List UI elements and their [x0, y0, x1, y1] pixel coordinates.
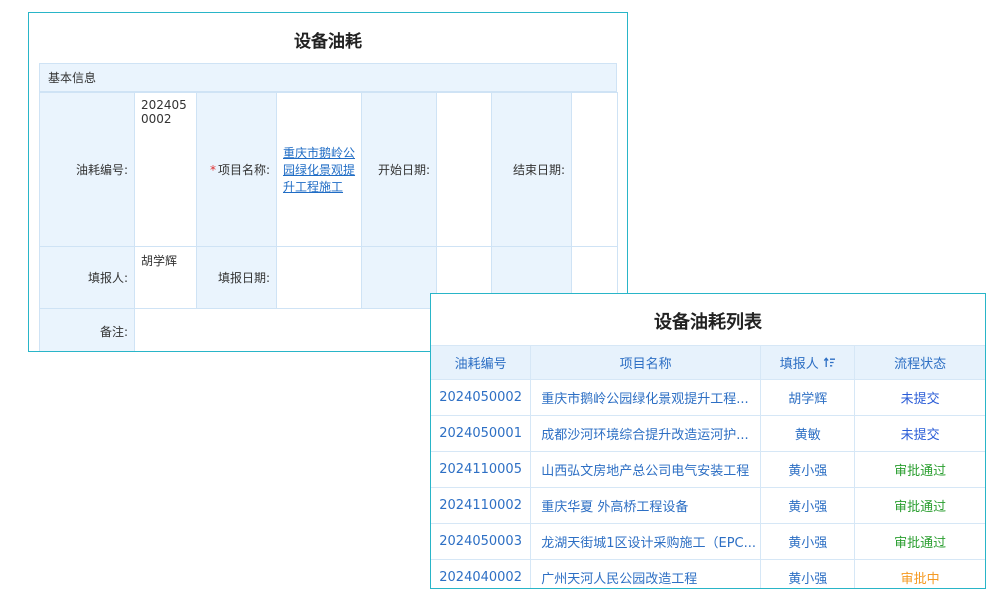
table-row[interactable]: 2024110002 重庆华夏 外高桥工程设备 黄小强 审批通过	[431, 486, 985, 524]
fuel-no-link[interactable]: 2024040002	[439, 569, 522, 585]
fuel-no-cell: 2024050001	[431, 414, 532, 452]
sort-ascending-icon[interactable]	[823, 356, 836, 369]
fuel-no-cell: 2024050003	[431, 522, 532, 560]
project-link[interactable]: 山西弘文房地产总公司电气安装工程	[541, 463, 750, 479]
project-cell: 山西弘文房地产总公司电气安装工程	[530, 450, 762, 488]
table-row[interactable]: 2024040002 广州天河人民公园改造工程 黄小强 审批中	[431, 558, 985, 588]
filler-cell: 黄小强	[760, 450, 856, 488]
section-header-basic-info: 基本信息	[39, 63, 617, 92]
table-row[interactable]: 2024110005 山西弘文房地产总公司电气安装工程 黄小强 审批通过	[431, 450, 985, 488]
empty-label-cell	[361, 246, 437, 309]
filler-cell: 黄敏	[760, 414, 856, 452]
project-cell: 龙湖天街城1区设计采购施工（EPC...	[530, 522, 762, 560]
project-link[interactable]: 龙湖天街城1区设计采购施工（EPC...	[541, 535, 757, 551]
column-header-status[interactable]: 流程状态	[854, 345, 985, 380]
filler-label: 填报人:	[39, 246, 135, 309]
start-date-field[interactable]	[436, 92, 492, 247]
filler-cell: 黄小强	[760, 486, 856, 524]
project-cell: 重庆市鹅岭公园绿化景观提升工程...	[530, 378, 762, 416]
fuel-no-link[interactable]: 2024050001	[439, 425, 522, 441]
fuel-no-cell: 2024110002	[431, 486, 532, 524]
fill-date-field[interactable]	[276, 246, 362, 309]
fuel-no-cell: 2024110005	[431, 450, 532, 488]
fuel-consumption-table: 油耗编号 项目名称 填报人 流程	[431, 345, 985, 588]
project-name-cell: 重庆市鹅岭公园绿化景观提升工程施工	[276, 92, 362, 247]
fuel-no-link[interactable]: 2024050002	[439, 389, 522, 405]
fuel-no-link[interactable]: 2024110005	[439, 461, 522, 477]
project-link[interactable]: 广州天河人民公园改造工程	[541, 571, 698, 587]
fuel-no-link[interactable]: 2024110002	[439, 497, 522, 513]
fill-date-label: 填报日期:	[196, 246, 277, 309]
project-name-label-text: 项目名称:	[217, 163, 270, 177]
table-row[interactable]: 2024050002 重庆市鹅岭公园绿化景观提升工程... 胡学辉 未提交	[431, 378, 985, 416]
column-header-project[interactable]: 项目名称	[530, 345, 762, 380]
status-cell: 未提交	[854, 378, 985, 416]
project-cell: 广州天河人民公园改造工程	[530, 558, 762, 588]
filler-cell: 黄小强	[760, 522, 856, 560]
end-date-field[interactable]	[571, 92, 618, 247]
project-link[interactable]: 重庆市鹅岭公园绿化景观提升工程...	[541, 391, 749, 407]
fuel-no-link[interactable]: 2024050003	[439, 533, 522, 549]
column-header-filler-label: 填报人	[779, 356, 819, 372]
status-cell: 未提交	[854, 414, 985, 452]
status-cell: 审批中	[854, 558, 985, 588]
table-row[interactable]: 2024050003 龙湖天街城1区设计采购施工（EPC... 黄小强 审批通过	[431, 522, 985, 560]
fuel-consumption-list-panel: 设备油耗列表 油耗编号 项目名称 填报人	[430, 293, 986, 589]
form-panel-title: 设备油耗	[294, 32, 362, 52]
project-link[interactable]: 成都沙河环境综合提升改造运河护...	[541, 427, 749, 443]
project-name-label: *项目名称:	[196, 92, 277, 247]
required-asterisk: *	[209, 163, 216, 177]
end-date-label: 结束日期:	[491, 92, 572, 247]
status-cell: 审批通过	[854, 486, 985, 524]
project-cell: 成都沙河环境综合提升改造运河护...	[530, 414, 762, 452]
table-row[interactable]: 2024050001 成都沙河环境综合提升改造运河护... 黄敏 未提交	[431, 414, 985, 452]
status-cell: 审批通过	[854, 450, 985, 488]
column-header-fuel-no[interactable]: 油耗编号	[431, 345, 532, 380]
fuel-no-cell: 2024040002	[431, 558, 532, 588]
fuel-no-value[interactable]: 2024050002	[134, 92, 197, 247]
filler-cell: 黄小强	[760, 558, 856, 588]
fuel-no-cell: 2024050002	[431, 378, 532, 416]
table-header-row: 油耗编号 项目名称 填报人 流程	[431, 345, 985, 380]
start-date-label: 开始日期:	[361, 92, 437, 247]
list-panel-title: 设备油耗列表	[431, 294, 985, 346]
project-cell: 重庆华夏 外高桥工程设备	[530, 486, 762, 524]
column-header-filler[interactable]: 填报人	[760, 345, 856, 380]
project-link[interactable]: 重庆华夏 外高桥工程设备	[541, 499, 689, 515]
project-name-link[interactable]: 重庆市鹅岭公园绿化景观提升工程施工	[283, 146, 356, 194]
remark-label: 备注:	[39, 308, 135, 351]
filler-cell: 胡学辉	[760, 378, 856, 416]
fuel-no-label: 油耗编号:	[39, 92, 135, 247]
status-cell: 审批通过	[854, 522, 985, 560]
filler-value[interactable]: 胡学辉	[134, 246, 197, 309]
